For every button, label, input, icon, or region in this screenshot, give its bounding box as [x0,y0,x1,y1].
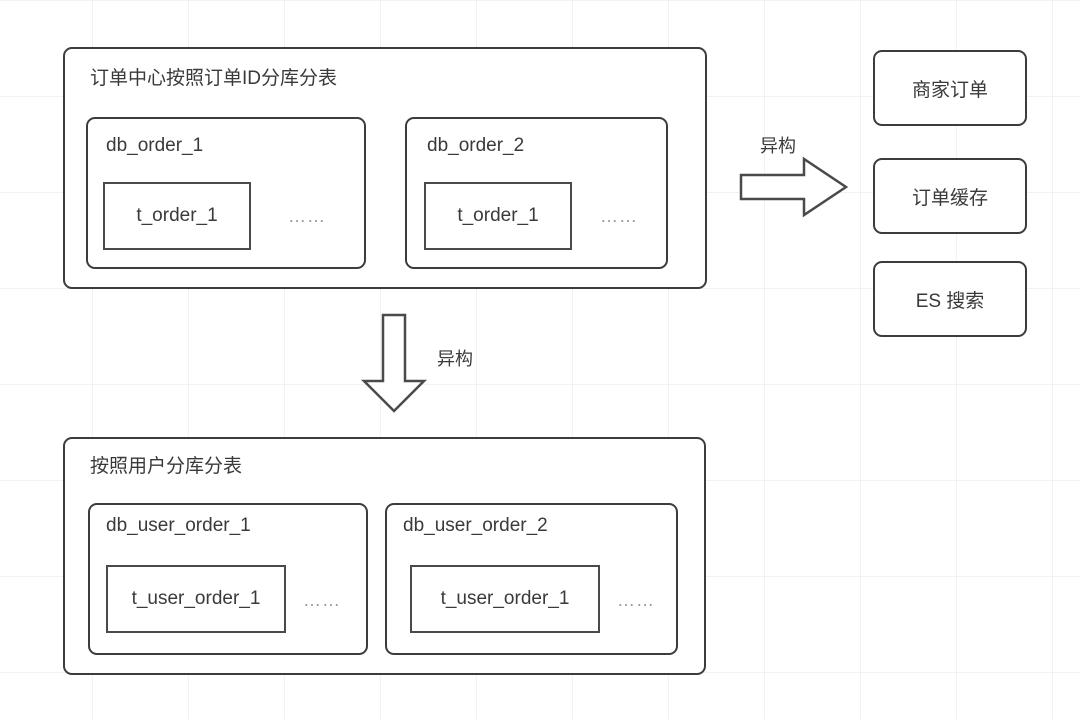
table-box-t_user_order_1-b: t_user_order_1 [410,565,600,633]
right-arrow-icon [739,156,849,218]
target-box-order-cache[interactable]: 订单缓存 [873,158,1027,234]
db-label-db_user_order_1: db_user_order_1 [106,515,251,536]
db-label-db_order_2: db_order_2 [427,135,525,156]
ellipsis-db_user_order_2: …… [617,590,655,610]
target-label-order-cache: 订单缓存 [911,187,988,209]
table-box-t_order_1-a: t_order_1 [103,182,251,250]
table-label-t_order_1-b: t_order_1 [457,205,539,226]
target-box-es-search[interactable]: ES 搜索 [873,261,1027,337]
ellipsis-db_order_1: …… [288,206,326,226]
target-label-es-search: ES 搜索 [915,290,985,312]
db-label-db_order_1: db_order_1 [106,135,204,156]
db-label-db_user_order_2: db_user_order_2 [403,515,548,536]
table-label-t_user_order_1-a: t_user_order_1 [131,588,261,609]
table-label-t_order_1-a: t_order_1 [136,205,218,226]
target-box-merchant-order[interactable]: 商家订单 [873,50,1027,126]
table-box-t_user_order_1-a: t_user_order_1 [106,565,286,633]
arrow-label-down: 异构 [437,349,473,369]
user-shard-title: 按照用户分库分表 [90,456,243,477]
ellipsis-db_order_2: …… [600,206,638,226]
order-center-title: 订单中心按照订单ID分库分表 [90,68,338,89]
target-label-merchant-order: 商家订单 [911,79,988,101]
ellipsis-db_user_order_1: …… [303,590,341,610]
table-label-t_user_order_1-b: t_user_order_1 [440,588,570,609]
table-box-t_order_1-b: t_order_1 [424,182,572,250]
arrow-label-right: 异构 [760,136,796,156]
down-arrow-icon [360,313,428,413]
